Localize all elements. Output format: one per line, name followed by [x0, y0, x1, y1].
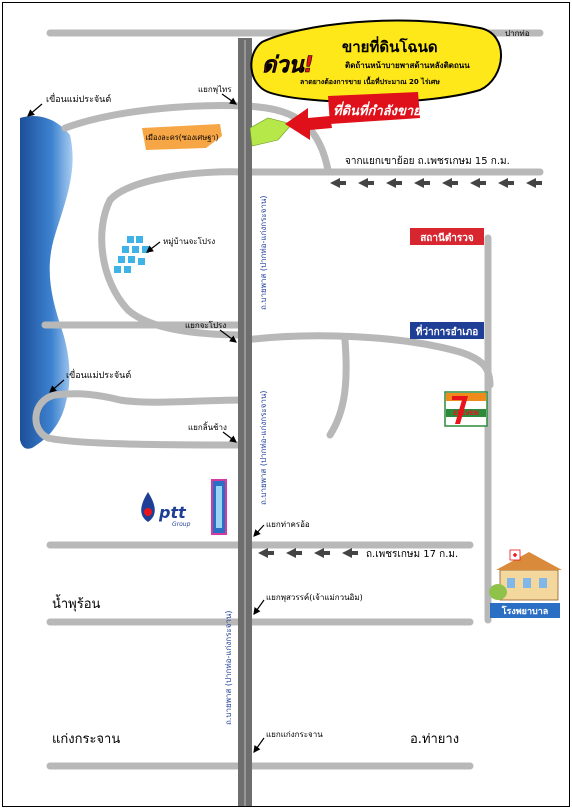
label-dam-mid: เขื่อนแม่ประจันต์ [66, 368, 131, 381]
label-ptt-group: Group [172, 521, 191, 528]
label-phetkasem17: ถ.เพชรเกษม 17 ก.ม. [366, 549, 458, 560]
callout: ที่ดินที่กำลังขาย [285, 92, 422, 140]
village-icon [114, 236, 149, 273]
banner-urgent: ด่วน! [262, 53, 314, 78]
hospital-label-box [490, 603, 560, 618]
label-seven-eleven: ELEVEN [453, 410, 479, 417]
label-yaek-kaeng: แยกแก่งกระจาน [266, 730, 323, 739]
label-namphuron: น้ำพุร้อน [52, 594, 101, 612]
town-block [142, 124, 222, 150]
label-ptt: ptt [158, 503, 187, 522]
label-hospital: โรงพยาบาล [501, 605, 549, 617]
ptt-logo: ptt Group [141, 492, 191, 528]
arrow-phusawan [253, 599, 265, 615]
label-district: ที่ว่าการอำเภอ [416, 324, 479, 338]
road-east-curve-2 [326, 336, 350, 439]
label-dam-top: เขื่อนแม่ประจันต์ [46, 92, 111, 105]
land-for-sale [249, 117, 293, 147]
banner-title: ขายที่ดินโฉนด [342, 36, 438, 56]
road-east-curve [241, 332, 494, 389]
arrow-linchang [222, 431, 237, 443]
banner-line2: ลาดยางต้องการขาย เนื้อที่ประมาณ 20 ไร่เศ… [300, 75, 440, 86]
seven-eleven-logo: ELEVEN [444, 391, 488, 427]
reservoir [20, 115, 73, 449]
arrow-village [146, 241, 161, 253]
label-yaek-chapong: แยกจะโปรง [185, 320, 226, 330]
label-village: หมู่บ้านจะโปรง [163, 236, 215, 247]
label-from-khaoyoi: จากแยกเขาย้อย ถ.เพชรเกษม 15 ก.ม. [345, 155, 510, 167]
district-box [410, 322, 484, 339]
road-village-loop [98, 168, 249, 339]
label-tha-yang: อ.ท่ายาง [410, 732, 459, 747]
label-bypass-3: ถ.บายพาส (ปากท่อ-แก่งกระจาน) [224, 611, 233, 725]
banner-shape [250, 19, 502, 104]
callout-box [328, 92, 420, 124]
label-yaek-phusawan: แยกพุสวรรค์(เจ้าแม่กวนอิม) [266, 592, 363, 602]
label-yaek-linchang: แยกลิ้นช้าง [188, 421, 227, 432]
arrow-thakhro [253, 524, 265, 537]
direction-arrows-top [330, 178, 542, 188]
town-label: เมืองละคร(ซองเศษฐา) [145, 133, 218, 142]
sale-banner: ด่วน! ขายที่ดินโฉนด ติดถ้านหน้าบายพาสด้า… [250, 19, 502, 104]
label-yaek-phuthai: แยกพุไทร [198, 85, 232, 94]
police-box [410, 228, 484, 245]
arrow-phuthai [221, 93, 237, 105]
label-bypass-1: ถ.บายพาส (ปากท่อ-แก่งกระจาน) [259, 196, 268, 310]
arrow-dam-mid [49, 379, 65, 393]
arrow-kaeng [253, 737, 265, 753]
label-police: สถานีตำรวจ [420, 232, 474, 244]
banner-line1: ติดถ้านหน้าบายพาสด้านหลังติดถนน [345, 60, 470, 70]
callout-text: ที่ดินที่กำลังขาย [333, 101, 422, 119]
road-linchang-loop [32, 390, 249, 449]
label-kaeng-krachan: แก่งกระจาน [52, 732, 120, 747]
callout-arrow [285, 108, 332, 140]
label-paktho: ปากท่อ [505, 29, 530, 38]
ptt-station-inner [216, 486, 222, 528]
direction-arrows-bottom [258, 548, 358, 558]
arrow-chapong [219, 329, 237, 343]
label-bypass-2: ถ.บายพาส (ปากท่อ-แก่งกระจาน) [259, 391, 268, 505]
arrow-dam-top [27, 103, 43, 117]
hospital-icon [489, 549, 562, 601]
label-yaek-thakhro: แยกท่าครอ้อ [266, 520, 310, 529]
